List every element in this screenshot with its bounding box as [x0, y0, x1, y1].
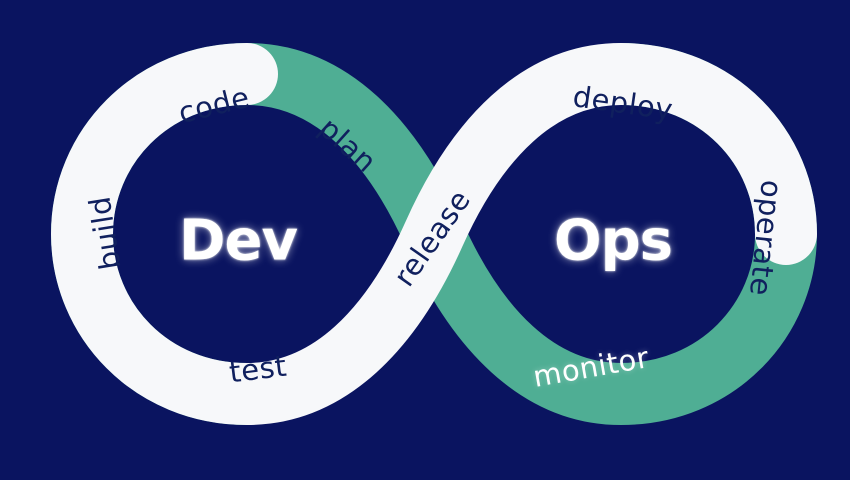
core-label-ops: Ops	[553, 208, 673, 274]
white-band-path	[50, 42, 817, 426]
core-label-dev-text: Dev	[179, 208, 298, 274]
stage-label-test-text: test	[227, 348, 289, 390]
stage-label-test[interactable]: test	[227, 349, 288, 390]
core-label-ops-text: Ops	[553, 208, 673, 274]
core-label-dev: Dev	[179, 208, 298, 274]
